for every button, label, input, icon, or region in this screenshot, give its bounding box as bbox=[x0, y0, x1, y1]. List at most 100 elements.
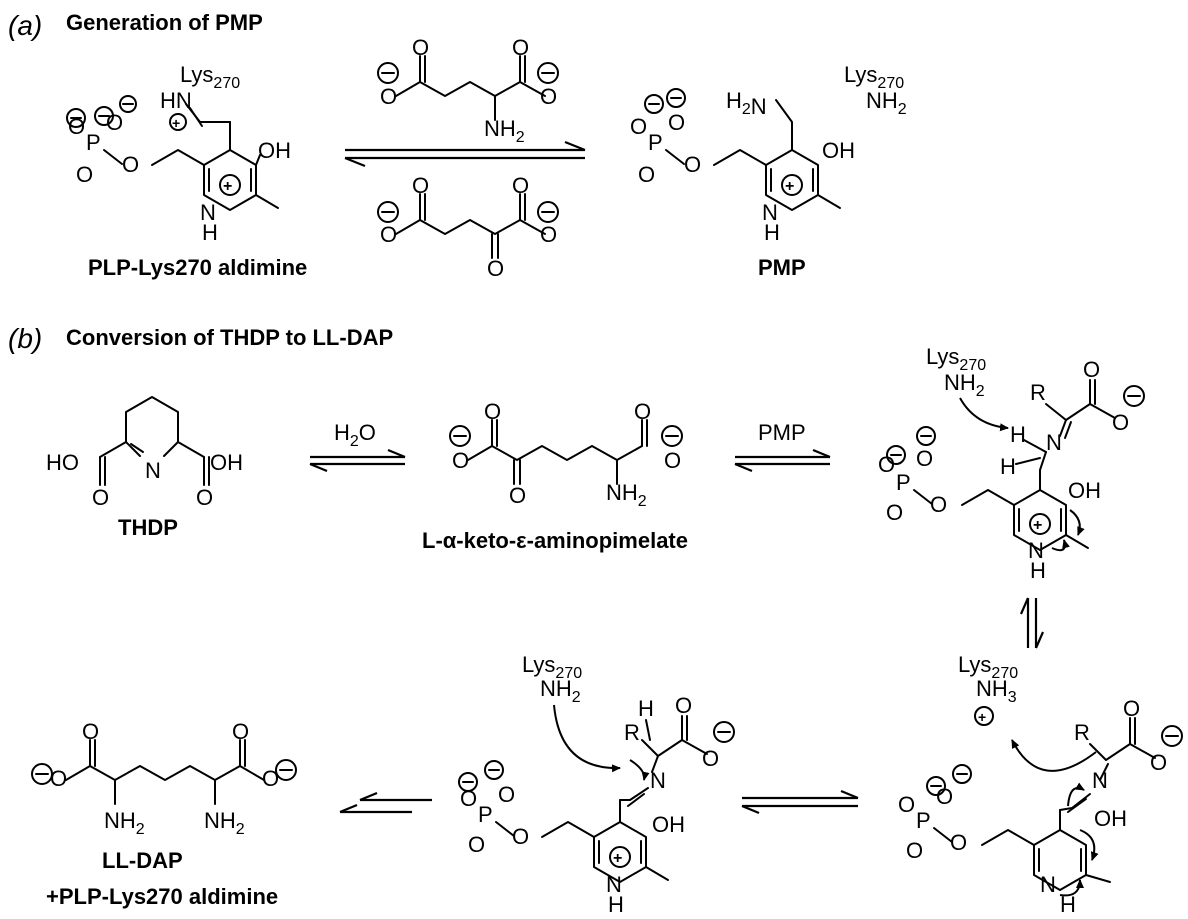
svg-text:NH2: NH2 bbox=[866, 88, 907, 118]
svg-text:O: O bbox=[509, 483, 526, 508]
svg-text:O: O bbox=[916, 446, 933, 471]
svg-text:+: + bbox=[785, 178, 794, 195]
svg-text:O: O bbox=[498, 782, 515, 807]
svg-text:NH2: NH2 bbox=[944, 370, 985, 400]
svg-text:O: O bbox=[630, 114, 647, 139]
svg-text:H: H bbox=[1000, 454, 1016, 479]
svg-text:NH2: NH2 bbox=[204, 808, 245, 838]
svg-text:O: O bbox=[512, 35, 529, 60]
svg-text:+: + bbox=[223, 178, 232, 195]
keto-aminopimelate-label: L-α-keto-ε-aminopimelate bbox=[422, 528, 688, 553]
svg-text:HN: HN bbox=[160, 88, 192, 113]
svg-text:O: O bbox=[82, 719, 99, 744]
pmp-reagent-label: PMP bbox=[758, 420, 806, 445]
svg-text:NH2: NH2 bbox=[606, 480, 647, 510]
svg-text:O: O bbox=[1123, 696, 1140, 721]
svg-text:O: O bbox=[452, 448, 469, 473]
plp-lys-aldimine-structure: Lys270 HN + OH N H + O P O O O bbox=[66, 62, 291, 245]
svg-text:P: P bbox=[86, 130, 101, 155]
panel-b-letter: (b) bbox=[8, 323, 42, 354]
svg-text:O: O bbox=[930, 492, 947, 517]
svg-text:O: O bbox=[460, 786, 477, 811]
svg-text:N: N bbox=[650, 768, 666, 793]
svg-text:OH: OH bbox=[1068, 478, 1101, 503]
svg-text:N: N bbox=[762, 200, 778, 225]
pmp-label: PMP bbox=[758, 255, 806, 280]
h2o-label: H2O bbox=[334, 420, 376, 450]
ll-dap-structure: O O O O NH2 NH2 bbox=[31, 719, 297, 838]
vertical-equilibrium-arrows bbox=[1019, 597, 1045, 649]
svg-text:N: N bbox=[1092, 768, 1108, 793]
equilibrium-arrows-h2o bbox=[309, 448, 406, 473]
svg-text:R: R bbox=[1074, 720, 1090, 745]
svg-text:P: P bbox=[896, 470, 911, 495]
svg-text:O: O bbox=[92, 485, 109, 510]
svg-text:O: O bbox=[950, 830, 967, 855]
svg-text:O: O bbox=[232, 719, 249, 744]
ketoglutarate-structure: O O O O O bbox=[377, 173, 559, 281]
svg-text:N: N bbox=[145, 458, 161, 483]
ll-dap-label: LL-DAP bbox=[102, 848, 183, 873]
svg-text:O: O bbox=[936, 784, 953, 809]
svg-text:O: O bbox=[412, 35, 429, 60]
glutamate-structure: O O O O NH2 bbox=[377, 35, 559, 146]
ketimine-intermediate-structure: Lys270 NH2 R O O N H H OH N H + O P O O bbox=[878, 344, 1145, 583]
svg-text:O: O bbox=[76, 162, 93, 187]
svg-text:O: O bbox=[906, 838, 923, 863]
svg-text:O: O bbox=[487, 256, 504, 281]
svg-text:P: P bbox=[478, 802, 493, 827]
svg-text:H2N: H2N bbox=[726, 88, 767, 119]
svg-text:+: + bbox=[978, 709, 986, 725]
panel-a-letter: (a) bbox=[8, 10, 42, 41]
keto-aminopimelate-structure: O O O O O NH2 bbox=[449, 399, 683, 510]
svg-text:N: N bbox=[1040, 872, 1056, 897]
svg-text:O: O bbox=[412, 173, 429, 198]
panel-a-title: Generation of PMP bbox=[66, 10, 263, 35]
svg-text:NH2: NH2 bbox=[104, 808, 145, 838]
svg-text:NH2: NH2 bbox=[484, 116, 525, 146]
svg-text:N: N bbox=[606, 872, 622, 897]
svg-text:O: O bbox=[638, 162, 655, 187]
svg-text:O: O bbox=[540, 222, 557, 247]
svg-text:O: O bbox=[668, 110, 685, 135]
svg-text:O: O bbox=[1112, 410, 1129, 435]
svg-text:+: + bbox=[613, 850, 622, 867]
svg-text:O: O bbox=[262, 766, 279, 791]
svg-text:N: N bbox=[200, 200, 216, 225]
svg-text:H: H bbox=[1030, 558, 1046, 583]
svg-text:O: O bbox=[484, 399, 501, 424]
pmp-structure: Lys270 NH2 H2N OH N H + O P O O O bbox=[630, 62, 907, 245]
svg-text:O: O bbox=[196, 485, 213, 510]
svg-text:OH: OH bbox=[1094, 806, 1127, 831]
svg-text:O: O bbox=[886, 500, 903, 525]
svg-text:Lys270: Lys270 bbox=[958, 652, 1018, 682]
svg-text:+: + bbox=[172, 115, 180, 131]
thdp-structure: N HO O OH O bbox=[46, 396, 243, 510]
svg-text:O: O bbox=[664, 448, 681, 473]
svg-text:N: N bbox=[1028, 538, 1044, 563]
svg-text:H: H bbox=[1010, 422, 1026, 447]
svg-text:O: O bbox=[878, 452, 895, 477]
svg-text:O: O bbox=[540, 84, 557, 109]
svg-text:H: H bbox=[1060, 892, 1076, 917]
plp-lys-aldimine-label: PLP-Lys270 aldimine bbox=[88, 255, 307, 280]
svg-text:H: H bbox=[608, 892, 624, 917]
svg-text:N: N bbox=[1046, 430, 1062, 455]
thdp-label: THDP bbox=[118, 515, 178, 540]
panel-b-title: Conversion of THDP to LL-DAP bbox=[66, 325, 393, 350]
svg-text:OH: OH bbox=[822, 138, 855, 163]
svg-text:O: O bbox=[468, 832, 485, 857]
svg-text:H: H bbox=[764, 220, 780, 245]
svg-text:O: O bbox=[380, 222, 397, 247]
equilibrium-arrows-bottom bbox=[741, 789, 859, 815]
svg-text:R: R bbox=[1030, 380, 1046, 405]
svg-text:+: + bbox=[1033, 517, 1042, 534]
equilibrium-arrows-pmp bbox=[734, 448, 831, 473]
plp-lys-aldimine-product-label: +PLP-Lys270 aldimine bbox=[46, 884, 278, 909]
svg-text:R: R bbox=[624, 720, 640, 745]
svg-text:O: O bbox=[634, 399, 651, 424]
svg-text:HO: HO bbox=[46, 450, 79, 475]
svg-text:O: O bbox=[512, 173, 529, 198]
svg-text:OH: OH bbox=[258, 138, 291, 163]
